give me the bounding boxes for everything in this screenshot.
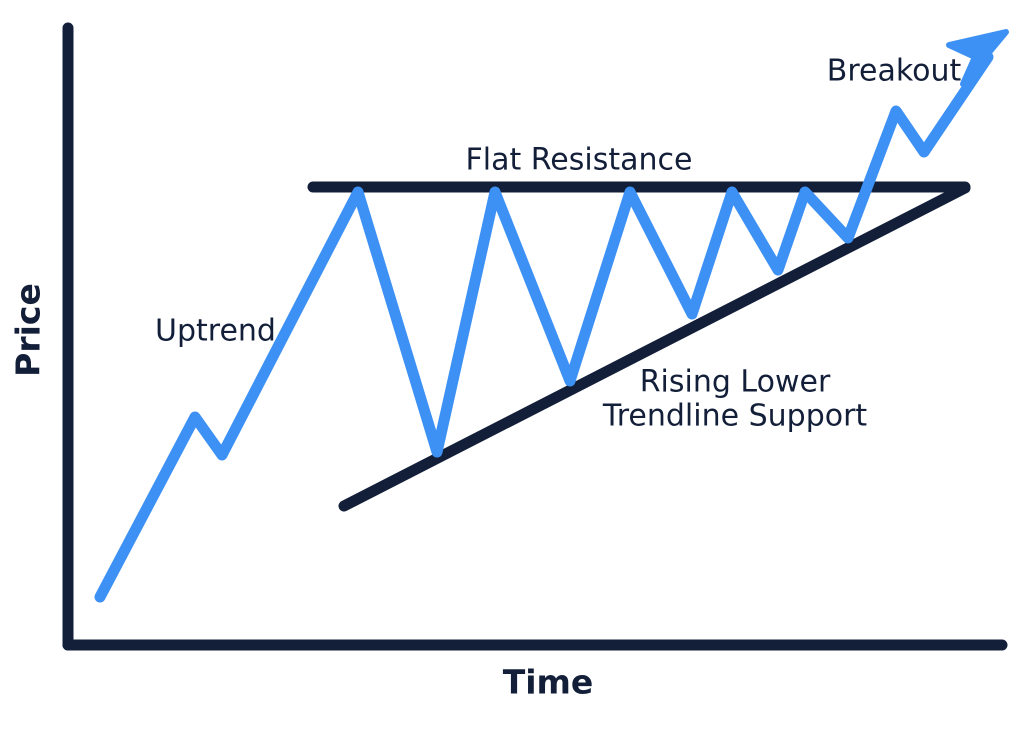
x-axis-title: Time: [503, 663, 594, 702]
pattern-lines: [307, 181, 971, 512]
annotation-uptrend: Uptrend: [155, 314, 276, 349]
annotation-breakout: Breakout: [827, 54, 962, 89]
y-axis-title: Price: [9, 283, 48, 377]
rising-lower-trendline-support-line: [338, 182, 971, 512]
annotation-rising-support-line-2: Trendline Support: [602, 399, 868, 434]
price-series-group: [94, 29, 1009, 603]
price-line: [94, 51, 994, 603]
annotation-flat-resistance: Flat Resistance: [466, 143, 693, 178]
breakout-arrow-icon: [946, 29, 1009, 87]
chart-axes: [62, 22, 1008, 651]
annotation-rising-support-line-1: Rising Lower: [640, 365, 831, 400]
